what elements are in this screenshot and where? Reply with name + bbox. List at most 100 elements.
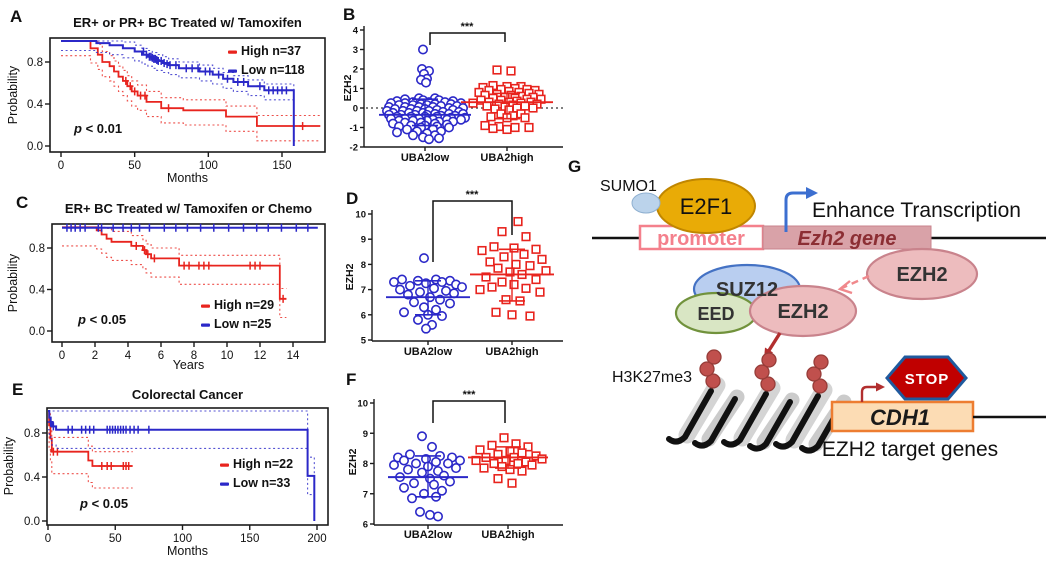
km-curve-high: [62, 226, 287, 300]
y-axis-label: EZH2: [344, 263, 356, 290]
y-tick-label: 0.4: [27, 99, 44, 111]
data-point: [513, 216, 523, 227]
data-point: [475, 284, 485, 295]
data-point: [475, 445, 485, 455]
chart-title: ER+ or PR+ BC Treated w/ Tamoxifen: [73, 15, 302, 30]
data-point: [523, 442, 533, 452]
p-value-label: p < 0.01: [73, 121, 122, 136]
y-tick-label: 0.4: [29, 285, 46, 297]
data-point: [440, 285, 451, 296]
x-tick-label: 100: [173, 533, 192, 545]
x-tick-label: 14: [287, 350, 300, 362]
data-point: [541, 266, 551, 276]
data-point: [468, 98, 478, 108]
data-point: [513, 458, 523, 469]
data-point: [521, 232, 531, 242]
y-tick-label: -2: [350, 143, 358, 154]
data-point: [388, 460, 399, 471]
data-point: [499, 433, 509, 443]
data-point: [492, 65, 502, 75]
data-point: [487, 282, 497, 292]
panel-label: F: [346, 370, 356, 389]
data-point: [535, 287, 545, 297]
x-tick-label: 200: [307, 533, 326, 545]
x-tick-label: 2: [92, 350, 98, 362]
panel-label: D: [346, 189, 358, 208]
panel-g-diagram: G promoter Ezh2 gene Enhance Transcripti…: [568, 157, 1046, 461]
data-point: [519, 249, 529, 259]
p-value-label: p < 0.05: [77, 312, 126, 327]
y-tick-label: -1: [350, 123, 359, 134]
y-tick-label: 1: [353, 84, 359, 95]
data-point: [436, 277, 447, 288]
data-point: [414, 506, 425, 517]
data-point: [507, 478, 517, 488]
x-tick-label: 150: [240, 533, 259, 545]
y-tick-label: 7: [363, 489, 368, 500]
data-point: [479, 463, 489, 473]
ezh2-complex-label: EZH2: [777, 301, 828, 323]
data-point: [510, 122, 520, 133]
data-point: [487, 440, 497, 450]
panel-label-g: G: [568, 157, 581, 176]
data-point: [524, 122, 534, 133]
x-tick-label: 12: [254, 350, 267, 362]
data-point: [520, 113, 530, 123]
data-point: [442, 458, 453, 469]
data-point: [493, 263, 503, 273]
x-tick-label: 0: [58, 160, 64, 172]
data-point: [456, 282, 467, 293]
data-point: [502, 124, 512, 135]
x-tick-label: 100: [199, 160, 218, 172]
data-point: [444, 298, 455, 309]
ezh2-recruit-dashed-arrow-icon: [841, 274, 870, 290]
significance-stars: ***: [461, 21, 475, 33]
data-point: [501, 295, 511, 305]
significance-stars: ***: [466, 189, 480, 201]
data-point: [388, 277, 399, 288]
data-point: [482, 101, 492, 111]
e2f1-label: E2F1: [680, 194, 733, 219]
data-point: [391, 127, 402, 138]
data-point: [517, 466, 527, 476]
y-tick-label: 7: [361, 285, 366, 296]
category-label: UBA2low: [401, 152, 450, 164]
cdh1-label: CDH1: [870, 405, 930, 430]
y-tick-label: 0.0: [29, 326, 45, 338]
y-tick-label: 0.8: [29, 243, 45, 255]
data-point: [436, 311, 447, 322]
ezh2-complex-ellipse: [748, 284, 858, 338]
stop-label: STOP: [905, 371, 950, 388]
data-point: [497, 277, 507, 287]
data-point: [488, 123, 498, 134]
sumo1-label: SUMO1: [600, 178, 657, 195]
data-point: [499, 252, 509, 262]
data-point: [430, 456, 441, 467]
x-tick-label: 4: [125, 350, 132, 362]
chart-title: Colorectal Cancer: [132, 387, 243, 402]
data-point: [416, 431, 427, 442]
km-curve-high: [61, 40, 321, 127]
ezh2-free-ellipse: [865, 247, 979, 301]
ezh2-gene-box: [762, 225, 932, 250]
km-ci-high: [61, 40, 321, 117]
promoter-label: promoter: [657, 228, 745, 250]
data-point: [417, 44, 428, 55]
y-axis-label: Probability: [6, 253, 20, 312]
data-point: [491, 307, 501, 317]
y-axis-label: Probability: [6, 65, 20, 124]
data-point: [477, 245, 487, 256]
km-curve-high: [48, 410, 133, 467]
data-point: [430, 304, 441, 315]
y-tick-label: 0.4: [24, 472, 41, 484]
data-point: [398, 307, 409, 318]
y-tick-label: 6: [361, 310, 366, 321]
data-point: [416, 467, 427, 478]
data-point: [525, 311, 535, 321]
data-point: [404, 449, 415, 460]
x-axis-label: Months: [167, 171, 208, 185]
data-point: [424, 509, 435, 520]
